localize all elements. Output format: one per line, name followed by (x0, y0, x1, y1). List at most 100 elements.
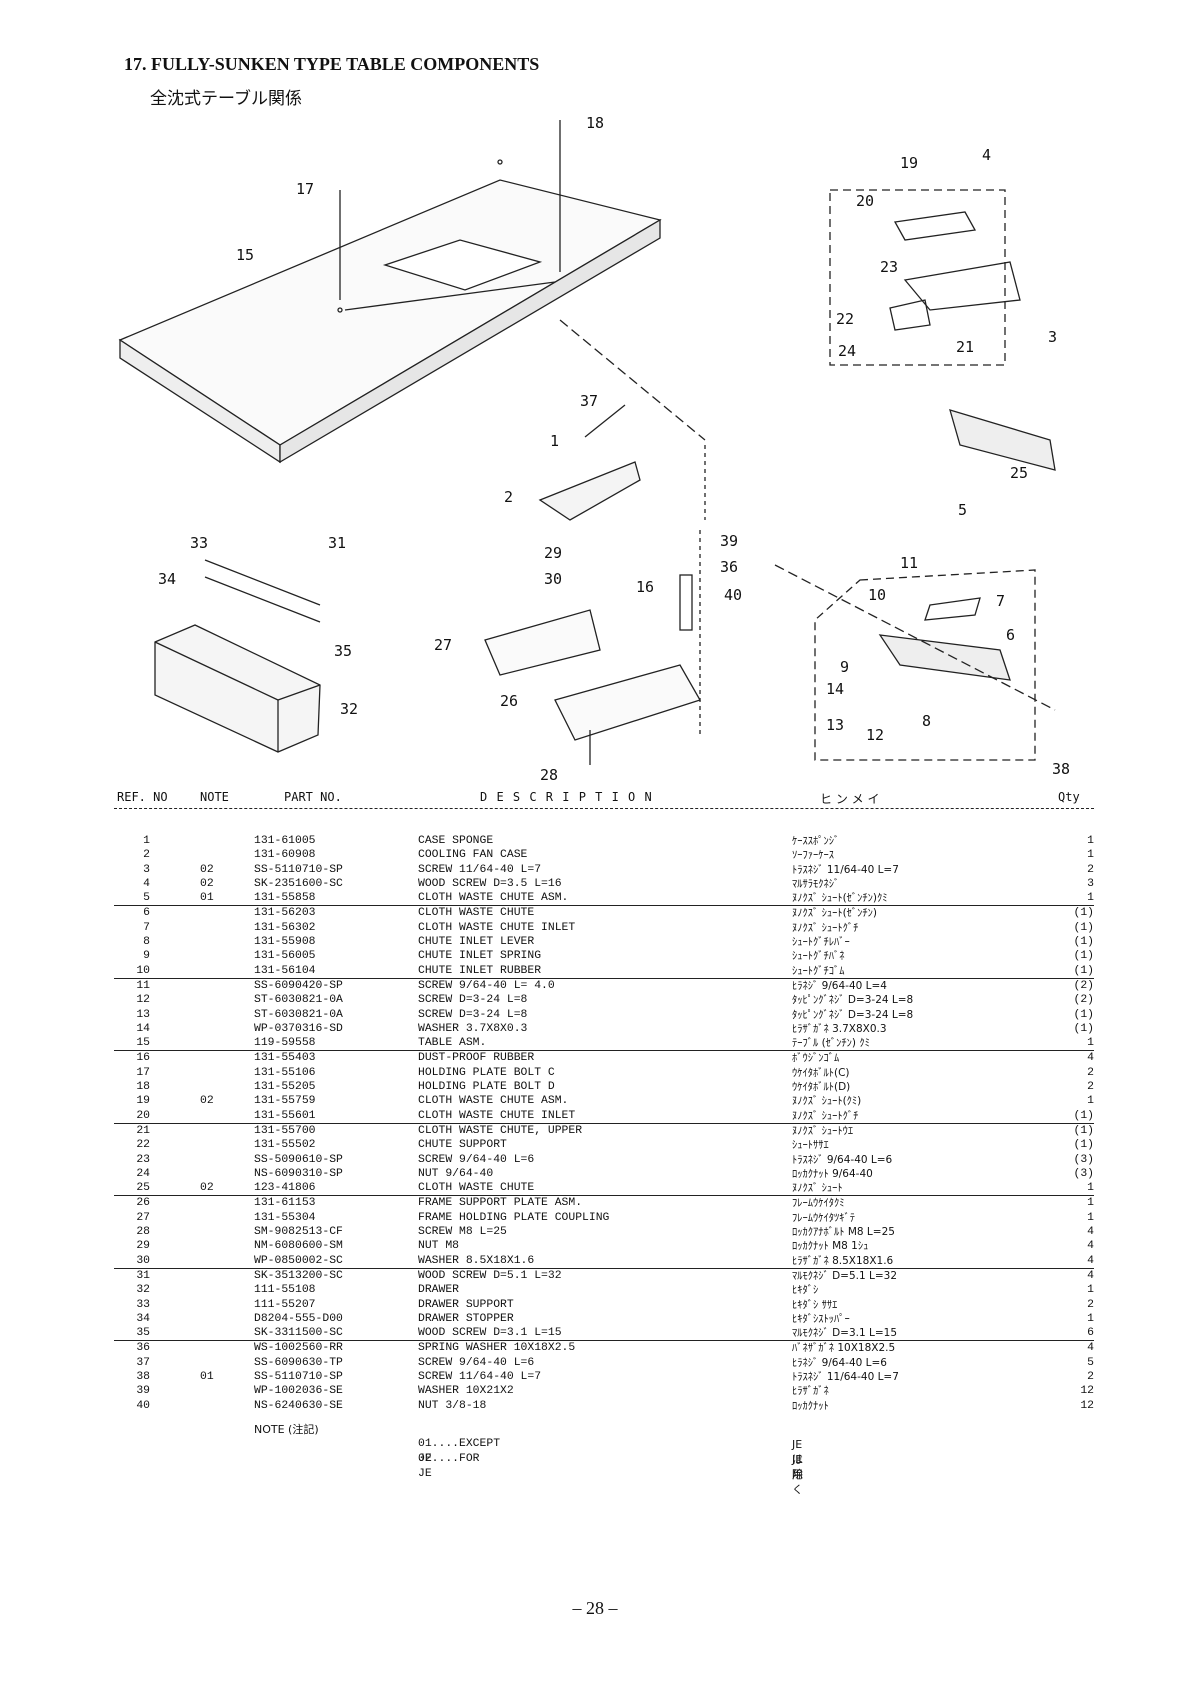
ref-no: 24 (136, 1167, 150, 1180)
description: CLOTH WASTE CHUTE, UPPER (418, 1124, 583, 1137)
kana-name: ﾋﾗｻﾞｶﾞﾈ (792, 1385, 829, 1398)
kana-name: ｼｭｰﾄｸﾞﾁｺﾞﾑ (792, 964, 845, 977)
description: CLOTH WASTE CHUTE INLET (418, 1109, 576, 1122)
ref-no: 30 (136, 1254, 150, 1267)
callout-10: 10 (868, 586, 886, 604)
ref-no: 33 (136, 1298, 150, 1311)
quantity: 12 (1080, 1385, 1094, 1398)
description: HOLDING PLATE BOLT D (418, 1081, 555, 1094)
callout-22: 22 (836, 310, 854, 328)
ref-no: 5 (143, 892, 150, 905)
ref-no: 35 (136, 1327, 150, 1340)
quantity: 5 (1087, 1356, 1094, 1369)
callout-11: 11 (900, 554, 918, 572)
ref-no: 20 (136, 1109, 150, 1122)
callout-30: 30 (544, 570, 562, 588)
ref-no: 38 (136, 1370, 150, 1383)
callout-17: 17 (296, 180, 314, 198)
ref-no: 37 (136, 1356, 150, 1369)
notes-row-label: NOTE (注記) (254, 1422, 319, 1437)
part-number: 131-55205 (254, 1081, 316, 1094)
quantity: 4 (1087, 1052, 1094, 1065)
quantity: (1) (1073, 950, 1094, 963)
part-number: 131-55106 (254, 1066, 316, 1079)
kana-name: ﾋﾗﾈｼﾞ 9/64-40 L=6 (792, 1356, 887, 1369)
description: WOOD SCREW D=5.1 L=32 (418, 1269, 562, 1282)
quantity: (1) (1073, 1022, 1094, 1035)
part-number: 131-56203 (254, 907, 316, 920)
part-number: 131-55858 (254, 892, 316, 905)
part-number: 119-59558 (254, 1037, 316, 1050)
callout-13: 13 (826, 716, 844, 734)
part-number: SK-3311500-SC (254, 1327, 343, 1340)
kana-name: ｼｭｰﾄｸﾞﾁﾚﾊﾞｰ (792, 936, 850, 949)
quantity: 1 (1087, 1182, 1094, 1195)
part-number: 123-41806 (254, 1182, 316, 1195)
callout-33: 33 (190, 534, 208, 552)
kana-name: ﾄﾗｽﾈｼﾞ 9/64-40 L=6 (792, 1153, 893, 1166)
part-number: SS-6090420-SP (254, 979, 343, 992)
quantity: 2 (1087, 1298, 1094, 1311)
part-number: WS-1002560-RR (254, 1342, 343, 1355)
note-code: 02 (200, 877, 214, 890)
kana-name: ﾋﾗｻﾞｶﾞﾈ 3.7X8X0.3 (792, 1022, 887, 1035)
part-number: 131-55304 (254, 1211, 316, 1224)
ref-no: 18 (136, 1081, 150, 1094)
quantity: (2) (1073, 979, 1094, 992)
col-header-kana: ヒ ン メ イ (820, 792, 880, 806)
part-number: SS-5110710-SP (254, 863, 343, 876)
callout-24: 24 (838, 342, 856, 360)
part-number: 131-55502 (254, 1139, 316, 1152)
part-number: NS-6090310-SP (254, 1167, 343, 1180)
callout-23: 23 (880, 258, 898, 276)
callout-39: 39 (720, 532, 738, 550)
kana-name: ﾋﾗﾈｼﾞ 9/64-40 L=4 (792, 979, 887, 992)
callout-18: 18 (586, 114, 604, 132)
callout-3: 3 (1048, 328, 1057, 346)
kana-name: ﾀｯﾋﾟﾝｸﾞﾈｼﾞ D=3-24 L=8 (792, 1008, 914, 1021)
part-number: SS-5110710-SP (254, 1370, 343, 1383)
quantity: 4 (1087, 1226, 1094, 1239)
part-number: 111-55108 (254, 1284, 316, 1297)
quantity: 4 (1087, 1240, 1094, 1253)
kana-name: ﾋﾗｻﾞｶﾞﾈ 8.5X18X1.6 (792, 1254, 894, 1267)
ref-no: 32 (136, 1284, 150, 1297)
kana-name: ﾛｯｶｸﾅｯﾄ 9/64-40 (792, 1167, 873, 1180)
kana-name: ﾊﾞﾈｻﾞｶﾞﾈ 10X18X2.5 (792, 1342, 896, 1355)
ref-no: 12 (136, 994, 150, 1007)
quantity: (1) (1073, 1124, 1094, 1137)
kana-name: ﾄﾗｽﾈｼﾞ 11/64-40 L=7 (792, 1370, 899, 1383)
header-rule (114, 808, 1094, 809)
callout-38: 38 (1052, 760, 1070, 778)
description: CLOTH WASTE CHUTE INLET (418, 921, 576, 934)
table-top-drawing (118, 159, 662, 464)
ref-no: 6 (143, 907, 150, 920)
ref-no: 7 (143, 921, 150, 934)
quantity: 1 (1087, 1037, 1094, 1050)
quantity: 1 (1087, 1312, 1094, 1325)
quantity: (1) (1073, 1109, 1094, 1122)
description: SCREW 9/64-40 L=6 (418, 1153, 535, 1166)
quantity: (2) (1073, 994, 1094, 1007)
ref-no: 23 (136, 1153, 150, 1166)
notes-block: NOTE (注記) 01....EXCEPT JE JEは除く 02....FO… (254, 1422, 803, 1496)
ref-no: 39 (136, 1385, 150, 1398)
